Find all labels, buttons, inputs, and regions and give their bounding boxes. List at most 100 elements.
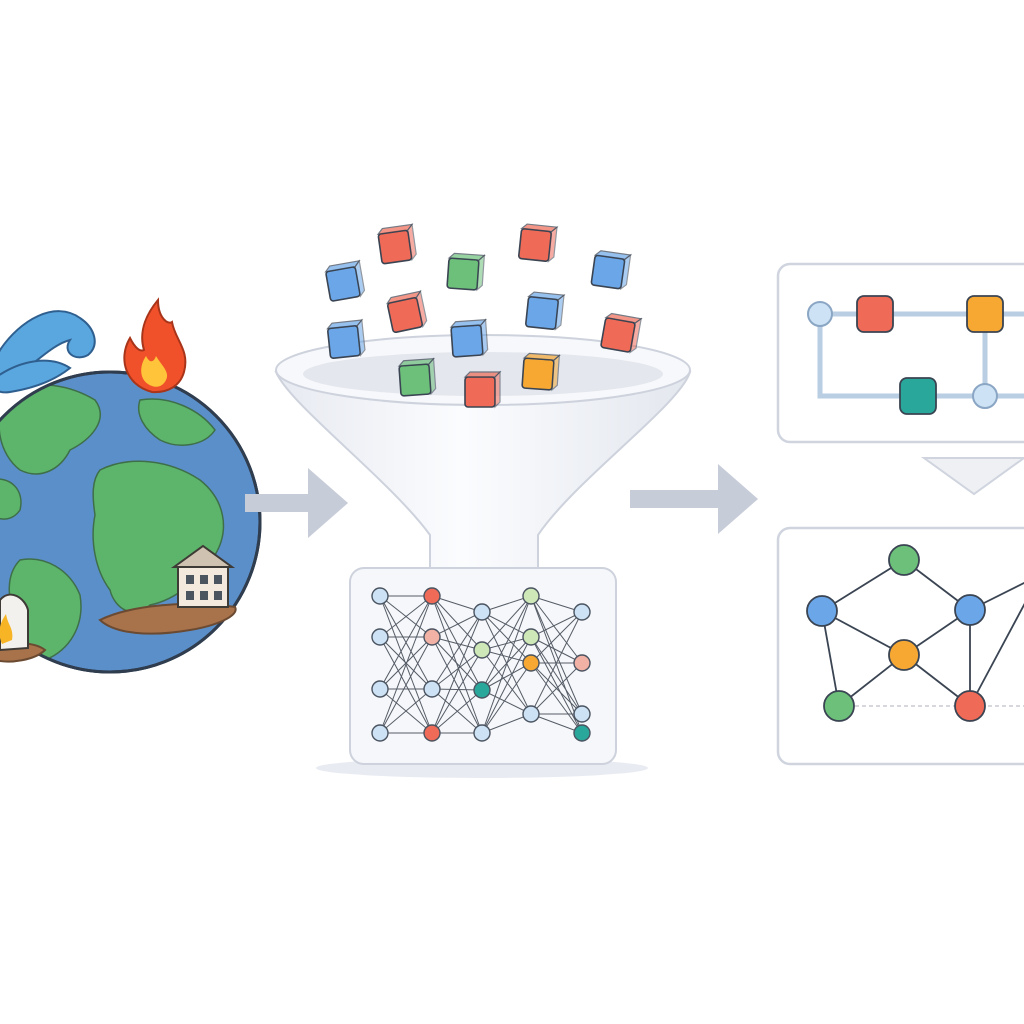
graph-node xyxy=(954,594,986,626)
graph-node xyxy=(954,690,986,722)
network-edge xyxy=(431,611,483,690)
network-edge xyxy=(481,611,532,638)
network-edge xyxy=(379,636,433,690)
network-node xyxy=(371,628,389,646)
data-cube-icon xyxy=(521,352,561,392)
network-edge xyxy=(530,636,583,715)
data-cube-icon xyxy=(324,259,366,302)
graph-panel xyxy=(776,526,1024,766)
workflow-panel xyxy=(776,262,1024,444)
network-node xyxy=(522,705,540,723)
flow-node xyxy=(966,295,1004,333)
graph-edge xyxy=(969,603,1024,707)
network-edge xyxy=(481,636,532,734)
right-arrow-icon xyxy=(630,464,758,534)
data-cube-icon xyxy=(600,312,643,354)
network-node xyxy=(473,724,491,742)
flow-node xyxy=(856,295,894,333)
network-node xyxy=(423,680,441,698)
network-node xyxy=(522,654,540,672)
house-icon xyxy=(98,544,237,635)
network-edge xyxy=(530,713,583,734)
network-edge xyxy=(530,611,583,638)
network-node xyxy=(573,705,591,723)
data-cube-icon xyxy=(449,318,489,358)
earth-globe-icon xyxy=(0,370,262,674)
flood-wave-icon xyxy=(0,310,96,394)
network-edge xyxy=(379,595,433,638)
data-cube-icon xyxy=(397,357,437,397)
graph-edge xyxy=(821,610,840,707)
data-cube-icon xyxy=(463,370,502,409)
data-cube-icon xyxy=(525,291,566,331)
network-edge xyxy=(431,689,483,734)
network-edge xyxy=(530,595,583,715)
flow-node xyxy=(807,301,833,327)
network-edge xyxy=(431,649,483,690)
data-cubes xyxy=(324,222,643,409)
network-edge xyxy=(379,595,433,690)
network-edge xyxy=(530,662,583,715)
graph-edge xyxy=(821,559,905,612)
network-node xyxy=(371,680,389,698)
flow-node xyxy=(972,383,998,409)
network-edge xyxy=(431,595,483,734)
data-cube-icon xyxy=(376,222,417,265)
network-edge xyxy=(431,611,483,734)
network-node xyxy=(522,587,540,605)
network-edge xyxy=(481,611,532,664)
network-node xyxy=(423,724,441,742)
network-edge xyxy=(481,595,532,651)
network-edge xyxy=(379,688,433,734)
network-edge xyxy=(481,713,532,734)
network-node xyxy=(371,724,389,742)
data-cube-icon xyxy=(518,223,559,263)
network-edge xyxy=(431,611,483,638)
wildfire-icon xyxy=(123,297,187,394)
data-cube-icon xyxy=(326,318,366,359)
network-edge xyxy=(481,595,532,691)
network-edge xyxy=(481,662,532,691)
network-edge xyxy=(530,595,583,613)
network-node xyxy=(423,587,441,605)
network-node xyxy=(473,641,491,659)
network-edge xyxy=(481,689,532,715)
network-edge xyxy=(379,636,433,734)
network-edge xyxy=(530,636,583,734)
graph-node xyxy=(823,690,855,722)
graph-node xyxy=(888,544,920,576)
network-node xyxy=(573,724,591,742)
data-cube-icon xyxy=(446,252,486,292)
network-edge xyxy=(431,595,483,651)
down-chevron-icon xyxy=(920,457,1024,496)
data-cube-icon xyxy=(590,250,633,291)
network-edge xyxy=(530,662,583,734)
network-edge xyxy=(431,636,483,734)
network-node xyxy=(573,654,591,672)
network-edge xyxy=(431,595,483,613)
network-node xyxy=(423,628,441,646)
network-edge xyxy=(379,595,433,734)
network-node xyxy=(473,603,491,621)
network-edge xyxy=(530,595,583,664)
house-icon xyxy=(0,593,47,663)
flow-node xyxy=(899,377,937,415)
network-node xyxy=(522,628,540,646)
network-edge xyxy=(481,595,532,734)
network-edge xyxy=(481,662,532,734)
network-node xyxy=(573,603,591,621)
graph-node xyxy=(806,595,838,627)
network-edge xyxy=(481,649,532,715)
right-arrow-icon xyxy=(245,468,348,538)
data-cube-icon xyxy=(385,289,428,334)
network-edge xyxy=(431,649,483,734)
neural-network-box xyxy=(349,567,617,765)
network-edge xyxy=(530,636,583,664)
funnel-icon xyxy=(274,334,692,778)
network-node xyxy=(371,587,389,605)
network-edge xyxy=(530,595,583,734)
network-edge xyxy=(530,611,583,715)
graph-node xyxy=(888,639,920,671)
